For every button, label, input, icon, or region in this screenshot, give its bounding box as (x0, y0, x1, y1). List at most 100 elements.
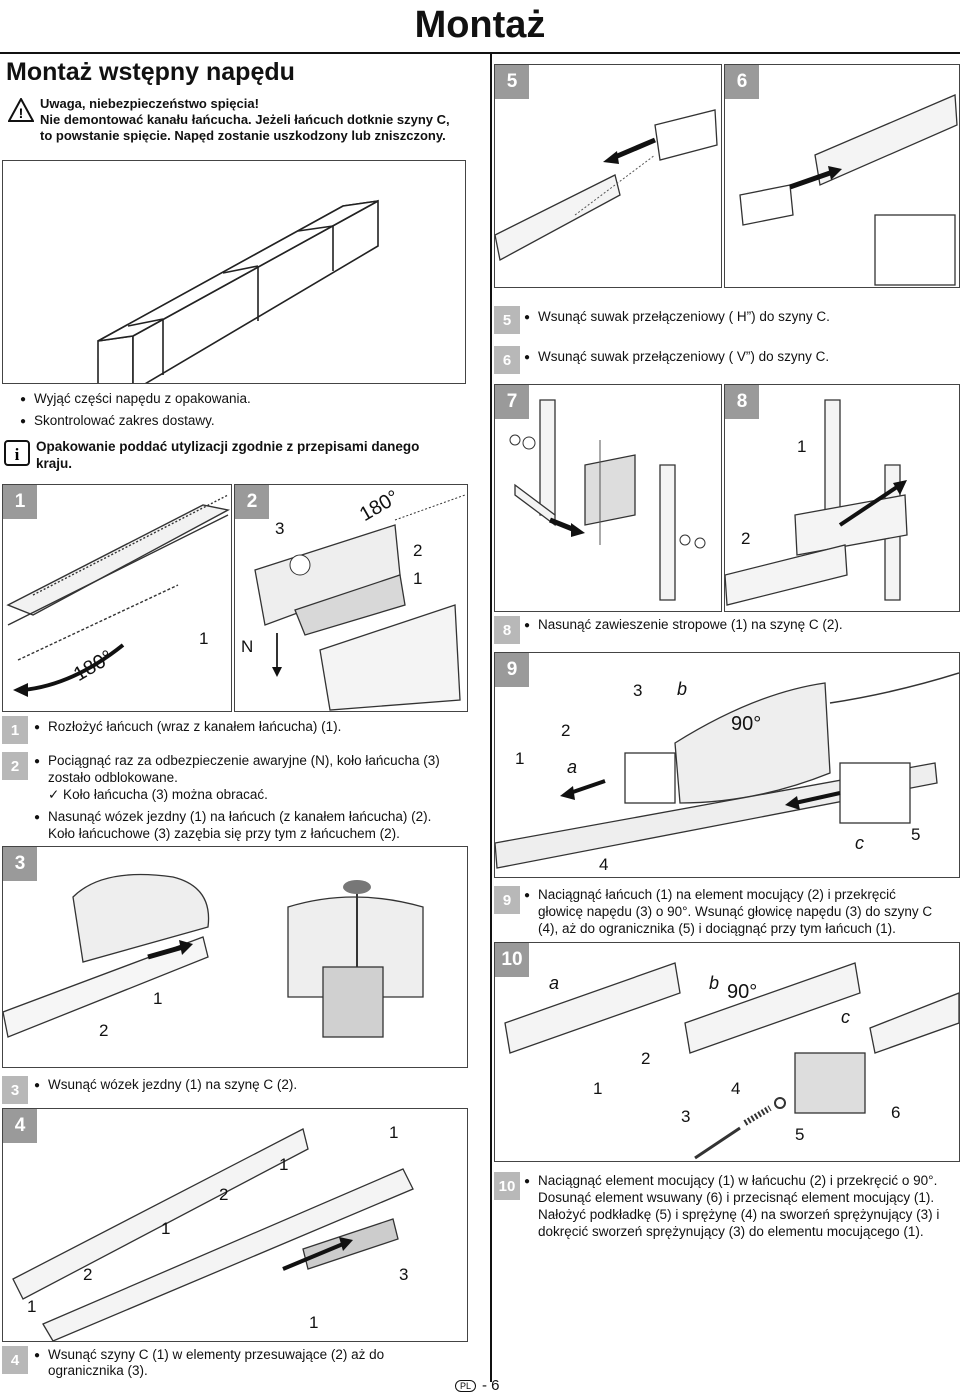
step-6-text: Wsunąć suwak przełączeniowy ( V”) do szy… (524, 348, 829, 366)
info-icon: i (4, 440, 30, 466)
step-9-text-a: Naciągnąć łańcuch (1) na element mocując… (524, 886, 896, 904)
figure-10: 10 a b 90° c 2 1 4 6 3 5 (494, 942, 960, 1162)
figure-9: 9 3 b 2 90° 1 a c 5 4 (494, 652, 960, 878)
fig10-callout-5: 5 (795, 1125, 805, 1144)
step-10-text-c: Nałożyć podkładkę (5) i sprężynę (4) na … (538, 1207, 940, 1222)
fig10-label-c: c (841, 1007, 850, 1027)
warning-text: Uwaga, niebezpieczeństwo spięcia! Nie de… (40, 96, 480, 144)
fig10-callout-3: 3 (681, 1107, 691, 1126)
svg-text:i: i (15, 445, 20, 464)
step-2-text-d: Nasunąć wózek jezdny (1) na łańcuch (z k… (34, 808, 431, 826)
page-footer: PL - 6 (455, 1377, 500, 1394)
step-4-text-a: Wsunąć szyny C (1) w elementy przesuwają… (34, 1346, 384, 1364)
column-divider (490, 52, 492, 1382)
fig4-callout-2a: 2 (219, 1185, 229, 1204)
svg-text:!: ! (19, 105, 24, 121)
fig10-callout-2: 2 (641, 1049, 651, 1068)
fig10-callout-1: 1 (593, 1079, 603, 1098)
fig4-callout-1c: 1 (161, 1219, 171, 1238)
step-8-text: Nasunąć zawieszenie stropowe (1) na szyn… (524, 616, 843, 634)
fig8-callout-1: 1 (797, 437, 807, 456)
figure-10-number: 10 (495, 943, 529, 977)
figure-1-number: 1 (3, 485, 37, 519)
warning-line-1: Uwaga, niebezpieczeństwo spięcia! (40, 96, 259, 111)
fig10-callout-4: 4 (731, 1079, 741, 1098)
language-badge: PL (455, 1379, 477, 1392)
fig2-callout-1: 1 (413, 569, 423, 588)
unpack-bullet-2: Skontrolować zakres dostawy. (20, 412, 215, 430)
figure-1: 1 1 180° (2, 484, 232, 712)
step-8-number: 8 (494, 616, 520, 644)
step-6-number: 6 (494, 346, 520, 374)
step-2-result: ✓ Koło łańcucha (3) można obracać. (48, 787, 268, 802)
section-title: Montaż wstępny napędu (6, 58, 295, 86)
figure-8: 8 1 2 (724, 384, 960, 612)
figure-3-number: 3 (3, 847, 37, 881)
step-1-text: Rozłożyć łańcuch (wraz z kanałem łańcuch… (34, 718, 341, 736)
figure-9-number: 9 (495, 653, 529, 687)
figure-2-number: 2 (235, 485, 269, 519)
step-2-number: 2 (2, 752, 28, 780)
figure-7: 7 (494, 384, 722, 612)
step-4-number: 4 (2, 1346, 28, 1374)
step-5-text: Wsunąć suwak przełączeniowy ( H”) do szy… (524, 308, 830, 326)
fig9-label-b: b (677, 679, 688, 699)
fig8-callout-2: 2 (741, 529, 751, 548)
fig4-callout-1a: 1 (389, 1123, 399, 1142)
figure-4-number: 4 (3, 1109, 37, 1143)
unpack-bullet-1: Wyjąć części napędu z opakowania. (20, 390, 251, 408)
fig2-callout-N: N (241, 637, 254, 656)
step-3-text: Wsunąć wózek jezdny (1) na szynę C (2). (34, 1076, 297, 1094)
fig10-label-b: b (709, 973, 720, 993)
fig9-callout-5: 5 (911, 825, 921, 844)
step-2-text-e: Koło łańcuchowe (3) zazębia się przy tym… (48, 826, 400, 841)
header-divider (0, 52, 960, 54)
figure-5: 5 (494, 64, 722, 288)
step-10-text-a: Naciągnąć element mocujący (1) w łańcuch… (524, 1172, 937, 1190)
fig9-angle-90: 90° (731, 713, 762, 735)
figure-2: 2 3 2 1 N 180° (234, 484, 468, 712)
fig2-callout-3: 3 (275, 519, 285, 538)
step-4-text-b: ogranicznika (3). (48, 1363, 148, 1378)
fig4-callout-1d: 1 (27, 1297, 37, 1316)
page-number: - 6 (482, 1377, 500, 1394)
step-9-number: 9 (494, 886, 520, 914)
packaging-figure (2, 160, 466, 384)
figure-8-number: 8 (725, 385, 759, 419)
fig9-callout-4: 4 (599, 855, 609, 874)
fig10-callout-6: 6 (891, 1103, 901, 1122)
info-text: Opakowanie poddać utylizacji zgodnie z p… (36, 439, 420, 471)
fig10-label-a: a (549, 973, 560, 993)
step-9-text-c: (4), aż do ogranicznika (5) i dociągnąć … (538, 921, 896, 936)
warning-icon: ! (8, 98, 34, 122)
figure-3: 3 1 2 (2, 846, 468, 1068)
fig9-callout-3: 3 (633, 681, 643, 700)
fig4-callout-1b: 1 (279, 1155, 289, 1174)
fig3-callout-2: 2 (99, 1021, 109, 1040)
figure-6-number: 6 (725, 65, 759, 99)
step-1-number: 1 (2, 716, 28, 744)
warning-line-2: Nie demontować kanału łańcucha. Jeżeli ł… (40, 112, 450, 127)
fig9-callout-2: 2 (561, 721, 571, 740)
fig1-callout-1: 1 (199, 629, 209, 648)
warning-line-3: to powstanie spięcie. Napęd zostanie usz… (40, 128, 446, 143)
step-3-number: 3 (2, 1076, 28, 1104)
fig4-callout-2b: 2 (83, 1265, 93, 1284)
fig4-callout-1e: 1 (309, 1313, 319, 1332)
fig2-callout-2: 2 (413, 541, 423, 560)
fig3-callout-1: 1 (153, 989, 163, 1008)
step-2-text-b: zostało odblokowane. (48, 770, 178, 785)
step-2-text-a: Pociągnąć raz za odbezpieczenie awaryjne… (34, 752, 440, 770)
figure-6: 6 (724, 64, 960, 288)
page-title: Montaż (414, 4, 546, 46)
fig9-callout-1: 1 (515, 749, 525, 768)
step-5-number: 5 (494, 306, 520, 334)
figure-5-number: 5 (495, 65, 529, 99)
fig4-callout-3: 3 (399, 1265, 409, 1284)
figure-7-number: 7 (495, 385, 529, 419)
fig9-label-a: a (567, 757, 578, 777)
step-9-text-b: głowicę napędu (3) o 90°. Wsunąć głowicę… (538, 904, 933, 919)
fig10-angle-90: 90° (727, 981, 758, 1003)
step-10-text-b: Dosunąć element wsuwany (6) i przecisnąć… (538, 1190, 935, 1205)
fig9-label-c: c (855, 833, 864, 853)
